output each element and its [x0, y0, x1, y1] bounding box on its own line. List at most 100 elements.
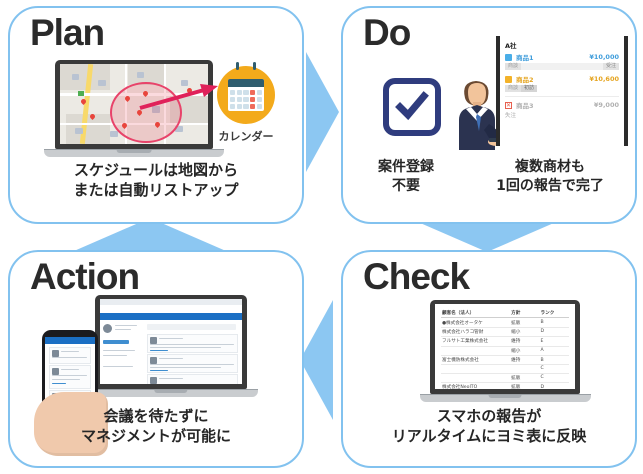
column-header-rank: ランク [539, 309, 569, 319]
sns-feed [142, 320, 242, 384]
table-cell: ●株式会社オータケ [441, 317, 511, 328]
action-caption-line1: 会議を待たずに [103, 407, 209, 425]
arrow-do-to-check [411, 219, 563, 252]
product-stage-bar-1: 商談 受注 [505, 63, 619, 70]
stage-start-2: 商談 [505, 85, 522, 92]
laptop-lid [55, 60, 213, 149]
check-caption-line2: リアルタイムにヨミ表に反映 [391, 427, 587, 446]
table-header-row: 顧客名（法人） 方針 ランク [441, 309, 569, 319]
laptop-notch [154, 390, 188, 393]
panel-plan: Plan [8, 6, 304, 224]
table-cell: フルサト工業株式会社 [441, 336, 511, 347]
panel-title-do: Do [363, 12, 411, 53]
sns-timeline-view [100, 299, 242, 384]
product-lost-label: 失注 [505, 113, 517, 119]
product-list-panel: A社 商品1 ¥10,000 商談 受注 商品2 ¥10,600 商談 初訪 [496, 36, 628, 146]
panel-title-action: Action [30, 256, 140, 297]
plan-caption-line2: または自動リストアップ [73, 181, 239, 200]
calendar-label: カレンダー [218, 130, 274, 143]
do-caption-right-line1: 複数商材も [515, 159, 585, 175]
table-cell [441, 346, 511, 356]
businessman-illustration [459, 81, 507, 150]
table-cell: 維持 [510, 336, 540, 347]
action-smartphone-mockup [34, 330, 108, 456]
do-caption-left-line1: 案件登録 [378, 159, 434, 175]
map-to-calendar-arrow-icon [139, 84, 218, 110]
arrow-check-to-action [300, 300, 333, 420]
laptop-screen [100, 299, 242, 384]
list-company-name: A社 [505, 42, 517, 50]
table-cell: 株式会社ハラコ管財 [441, 327, 511, 338]
calendar-icon [217, 62, 275, 124]
laptop-notch [488, 395, 522, 398]
do-caption-left: 案件登録 不要 [341, 158, 471, 196]
hand-illustration [34, 392, 108, 456]
arrow-plan-to-do [306, 52, 339, 172]
table-cell: B [539, 355, 569, 366]
table-cell: B [539, 317, 569, 328]
table-cell: D [539, 327, 569, 338]
table-cell: 拡販 [510, 373, 540, 384]
table-cell: E [539, 336, 569, 347]
product-stage-bar-2: 商談 初訪 [505, 85, 619, 92]
column-header-customer: 顧客名（法人） [441, 309, 511, 319]
table-cell: 縮小 [510, 346, 540, 356]
laptop-lid [95, 295, 247, 389]
product-swatch-2 [505, 75, 512, 83]
product-swatch-1 [505, 53, 512, 61]
check-caption: スマホの報告が リアルタイムにヨミ表に反映 [341, 406, 637, 447]
product-name-3: 商品3 [516, 102, 534, 110]
stage-start-1: 商談 [505, 63, 522, 70]
table-cell [441, 364, 511, 374]
table-cell: C [539, 373, 569, 384]
table-cell: 株式会社NeoITO [441, 382, 511, 389]
plan-caption: スケジュールは地図から または自動リストアップ [10, 160, 302, 201]
table-row: C [441, 364, 569, 374]
checkbox-check-icon [383, 78, 441, 136]
do-caption-right-line2: 1回の報告で完了 [496, 177, 604, 194]
product-price-3: ¥9,000 [593, 101, 619, 109]
table-cell: C [539, 364, 569, 374]
table-cell: 縮小 [510, 327, 540, 338]
column-header-policy: 方針 [510, 309, 540, 319]
check-caption-line1: スマホの報告が [436, 407, 542, 425]
panel-title-plan: Plan [30, 12, 105, 53]
table-cell [510, 364, 540, 374]
laptop-base [84, 389, 258, 397]
action-laptop-mockup [84, 295, 258, 399]
table-cell: A [539, 346, 569, 356]
action-caption-line2: マネジメントが可能に [80, 427, 231, 446]
stage-end-1: 受注 [602, 63, 619, 70]
do-caption-left-line2: 不要 [392, 177, 420, 194]
product-row: 商品2 ¥10,600 [505, 74, 619, 84]
map-view [60, 64, 208, 144]
stage-end-2: 初訪 [521, 85, 538, 92]
product-name-1: 商品1 [516, 54, 534, 62]
laptop-base [419, 394, 591, 402]
laptop-notch [116, 150, 152, 153]
list-rail-left [496, 36, 500, 146]
list-rail-right [624, 36, 628, 146]
action-caption: 会議を待たずに マネジメントが可能に [8, 406, 304, 447]
product-lost-x-icon: ✕ [505, 101, 512, 109]
product-price-1: ¥10,000 [589, 53, 619, 61]
plan-laptop-mockup [43, 60, 225, 160]
laptop-base [43, 149, 225, 157]
panel-title-check: Check [363, 256, 470, 297]
do-caption-right: 複数商材も 1回の報告で完了 [470, 158, 630, 196]
sns-sidebar [100, 320, 144, 384]
list-divider [505, 96, 619, 97]
product-row: ✕ 商品3 ¥9,000 [505, 100, 619, 110]
